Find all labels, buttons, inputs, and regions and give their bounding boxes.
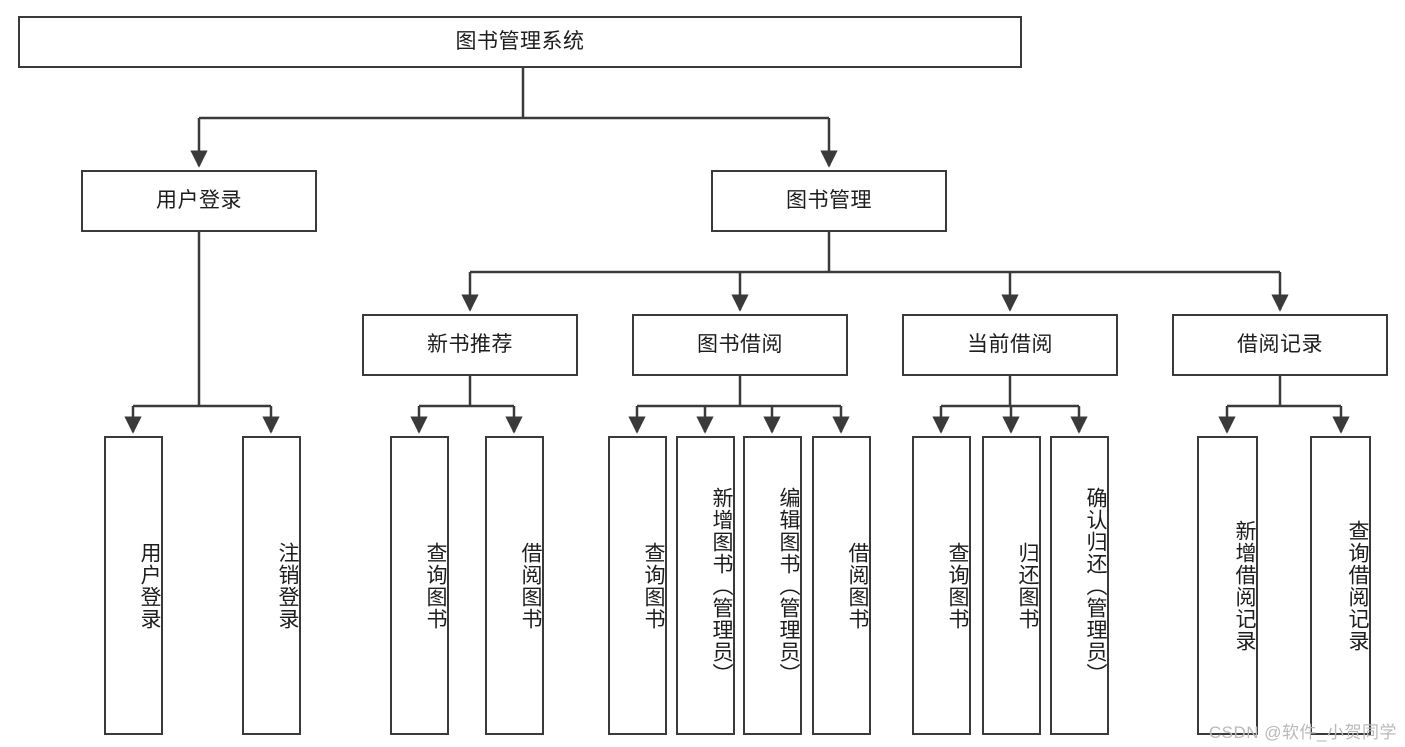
leaf-label: 查询图书 <box>424 541 447 630</box>
leaf-user-login[interactable]: 用户登录 <box>104 436 163 735</box>
leaf-query-book-borrow[interactable]: 查询图书 <box>608 436 667 735</box>
node-root[interactable]: 图书管理系统 <box>18 16 1022 68</box>
leaf-label: 借阅图书 <box>846 541 869 630</box>
node-book-manage[interactable]: 图书管理 <box>711 170 947 232</box>
leaf-confirm-return-admin[interactable]: 确认归还（管理员） <box>1050 436 1109 735</box>
node-borrow-record[interactable]: 借阅记录 <box>1172 314 1388 376</box>
watermark-text: CSDN @软件_小贺同学 <box>1208 723 1397 742</box>
leaf-label: 新增借阅记录 <box>1233 519 1256 652</box>
leaf-label: 新增图书（管理员） <box>710 486 733 685</box>
node-new-book-recommend[interactable]: 新书推荐 <box>362 314 578 376</box>
leaf-add-book-admin[interactable]: 新增图书（管理员） <box>676 436 735 735</box>
leaf-label: 确认归还（管理员） <box>1084 486 1107 685</box>
leaf-edit-book-admin[interactable]: 编辑图书（管理员） <box>743 436 802 735</box>
node-current-borrow[interactable]: 当前借阅 <box>902 314 1118 376</box>
node-book-borrow[interactable]: 图书借阅 <box>632 314 848 376</box>
leaf-label: 查询图书 <box>642 541 665 630</box>
leaf-label: 注销登录 <box>276 541 299 630</box>
leaf-add-borrow-record[interactable]: 新增借阅记录 <box>1197 436 1258 735</box>
leaf-label: 借阅图书 <box>519 541 542 630</box>
leaf-label: 编辑图书（管理员） <box>777 486 800 685</box>
leaf-return-book[interactable]: 归还图书 <box>982 436 1041 735</box>
node-user-login[interactable]: 用户登录 <box>81 170 317 232</box>
leaf-query-book-recommend[interactable]: 查询图书 <box>390 436 449 735</box>
leaf-user-logout[interactable]: 注销登录 <box>242 436 301 735</box>
leaf-query-borrow-record[interactable]: 查询借阅记录 <box>1310 436 1371 735</box>
leaf-label: 归还图书 <box>1016 541 1039 630</box>
leaf-borrow-book-recommend[interactable]: 借阅图书 <box>485 436 544 735</box>
leaf-query-book-current[interactable]: 查询图书 <box>912 436 971 735</box>
leaf-label: 查询借阅记录 <box>1346 519 1369 652</box>
leaf-label: 查询图书 <box>946 541 969 630</box>
leaf-borrow-book[interactable]: 借阅图书 <box>812 436 871 735</box>
leaf-label: 用户登录 <box>138 541 161 630</box>
